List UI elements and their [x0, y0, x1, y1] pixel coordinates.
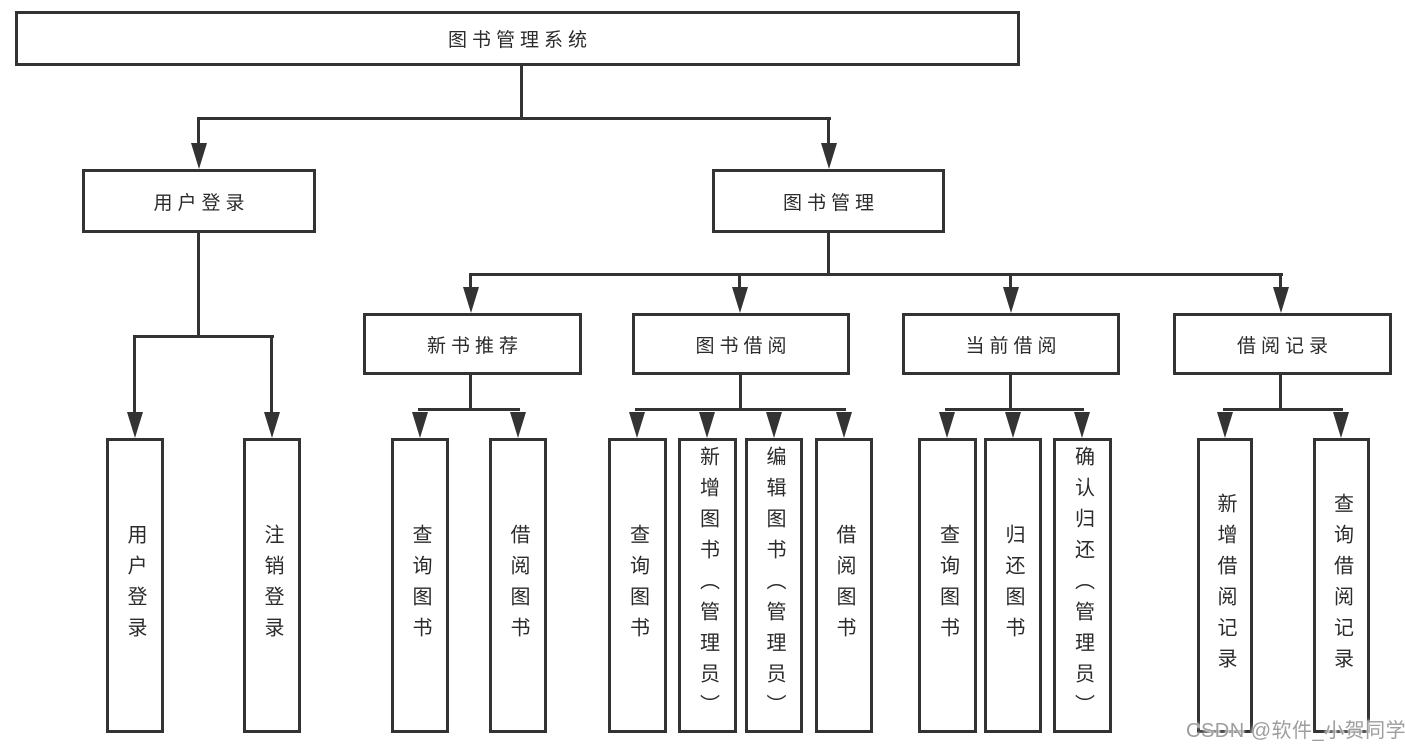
connector-vline [270, 335, 273, 414]
node-current-borrow: 当前借阅 [902, 313, 1120, 375]
connector-arrowhead [1333, 412, 1349, 438]
leaf-label: 查询图书 [936, 523, 959, 648]
node-borrow-records: 借阅记录 [1173, 313, 1392, 375]
connector-vline [197, 117, 200, 147]
connector-hline [197, 117, 831, 120]
connector-arrowhead [1005, 412, 1021, 438]
leaf-logout: 注销登录 [243, 438, 301, 733]
leaf-label: 编辑图书（管理员） [763, 446, 785, 725]
connector-arrowhead [412, 412, 428, 438]
connector-arrowhead [629, 412, 645, 438]
leaf-query-books-recommend: 查询图书 [391, 438, 449, 733]
connector-vline [133, 335, 136, 414]
connector-vline [1279, 273, 1282, 290]
leaf-borrow-books-recommend: 借阅图书 [489, 438, 547, 733]
leaf-query-borrow-record: 查询借阅记录 [1313, 438, 1370, 733]
connector-arrowhead [1074, 412, 1090, 438]
node-root-system: 图书管理系统 [15, 11, 1020, 66]
leaf-label: 用户登录 [124, 523, 146, 648]
connector-arrowhead [191, 143, 207, 169]
node-label: 图书管理系统 [447, 30, 592, 51]
leaf-label: 新增图书（管理员） [696, 446, 719, 725]
watermark: CSDN @软件_小贺同学 [1186, 720, 1405, 742]
leaf-label: 注销登录 [261, 523, 283, 648]
node-label: 图书借阅 [695, 335, 792, 357]
connector-vline [1009, 373, 1012, 411]
node-user-login: 用户登录 [82, 169, 316, 233]
leaf-borrow-books: 借阅图书 [815, 438, 873, 733]
connector-vline [738, 273, 741, 290]
connector-hline [945, 408, 1084, 411]
connector-arrowhead [766, 412, 782, 438]
connector-vline [1279, 373, 1282, 411]
leaf-label: 查询借阅记录 [1330, 492, 1353, 679]
connector-arrowhead [1273, 287, 1289, 313]
connector-hline [133, 335, 274, 338]
leaf-add-book-admin: 新增图书（管理员） [678, 438, 737, 733]
connector-hline [635, 408, 846, 411]
connector-arrowhead [821, 143, 837, 169]
leaf-edit-book-admin: 编辑图书（管理员） [745, 438, 803, 733]
connector-arrowhead [1217, 412, 1233, 438]
connector-vline [827, 117, 830, 147]
node-label: 借阅记录 [1236, 335, 1333, 357]
connector-vline [520, 63, 523, 117]
leaf-label: 查询图书 [409, 523, 431, 648]
connector-hline [1223, 408, 1343, 411]
connector-vline [1009, 273, 1012, 290]
connector-arrowhead [463, 287, 479, 313]
leaf-label: 借阅图书 [833, 523, 855, 648]
node-new-book-recommend: 新书推荐 [363, 313, 582, 375]
leaf-return-book: 归还图书 [984, 438, 1042, 733]
connector-vline [197, 231, 200, 335]
connector-arrowhead [1003, 287, 1019, 313]
node-label: 用户登录 [153, 192, 250, 214]
node-label: 当前借阅 [965, 335, 1062, 357]
connector-hline [469, 273, 1283, 276]
leaf-add-borrow-record: 新增借阅记录 [1197, 438, 1253, 733]
leaf-label: 归还图书 [1002, 523, 1024, 648]
connector-arrowhead [732, 287, 748, 313]
leaf-query-books-current: 查询图书 [918, 438, 977, 733]
leaf-query-books-borrow: 查询图书 [608, 438, 667, 733]
leaf-user-login: 用户登录 [106, 438, 164, 733]
leaf-label: 借阅图书 [507, 523, 529, 648]
connector-arrowhead [836, 412, 852, 438]
connector-vline [469, 273, 472, 290]
connector-vline [739, 373, 742, 411]
leaf-label: 新增借阅记录 [1214, 492, 1236, 679]
node-label: 新书推荐 [426, 335, 523, 357]
leaf-confirm-return-admin: 确认归还（管理员） [1053, 438, 1112, 733]
node-book-borrow: 图书借阅 [632, 313, 850, 375]
leaf-label: 查询图书 [626, 523, 649, 648]
node-label: 图书管理 [782, 192, 879, 214]
connector-vline [469, 373, 472, 411]
connector-vline [827, 231, 830, 273]
leaf-label: 确认归还（管理员） [1071, 446, 1094, 725]
connector-arrowhead [510, 412, 526, 438]
connector-hline [418, 408, 520, 411]
connector-arrowhead [699, 412, 715, 438]
connector-arrowhead [939, 412, 955, 438]
connector-arrowhead [127, 412, 143, 438]
connector-arrowhead [264, 412, 280, 438]
node-book-management: 图书管理 [712, 169, 945, 233]
